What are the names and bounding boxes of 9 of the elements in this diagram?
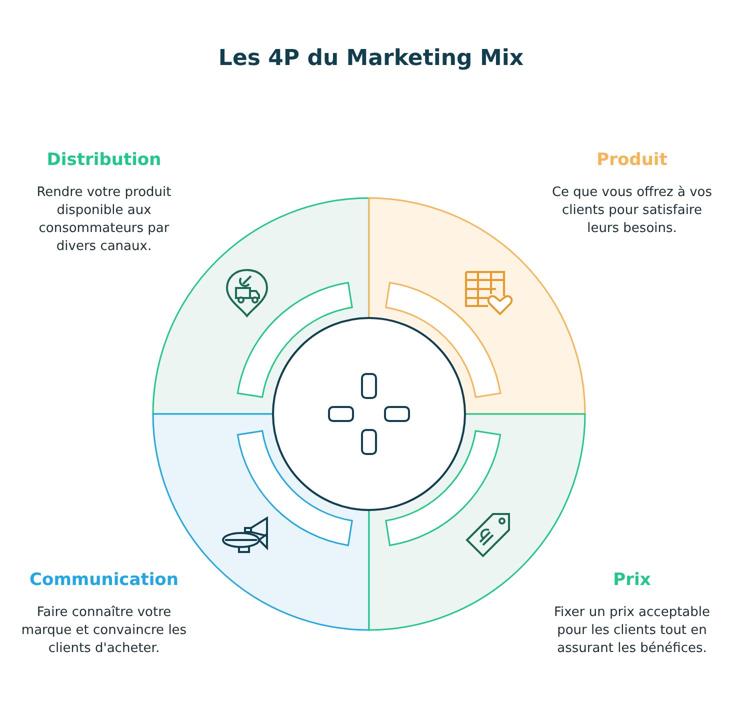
node-heading: Distribution bbox=[46, 150, 162, 170]
node-description: Ce que vous offrez à vos clients pour satisfaire leurs besoins. bbox=[550, 184, 714, 238]
node-heading: Produit bbox=[596, 150, 668, 170]
node-description: Faire connaître votre marque et convaincre les clients d'acheter. bbox=[20, 604, 188, 658]
node-description: Rendre votre produit disponible aux consommateurs par divers canaux. bbox=[36, 184, 172, 256]
diagram-title: Les 4P du Marketing Mix bbox=[217, 46, 525, 71]
node-heading: Communication bbox=[30, 570, 178, 590]
node-description: Fixer un prix acceptable pour les clients tout en assurant les bénéfices. bbox=[553, 604, 711, 658]
node-heading: Prix bbox=[613, 570, 651, 590]
